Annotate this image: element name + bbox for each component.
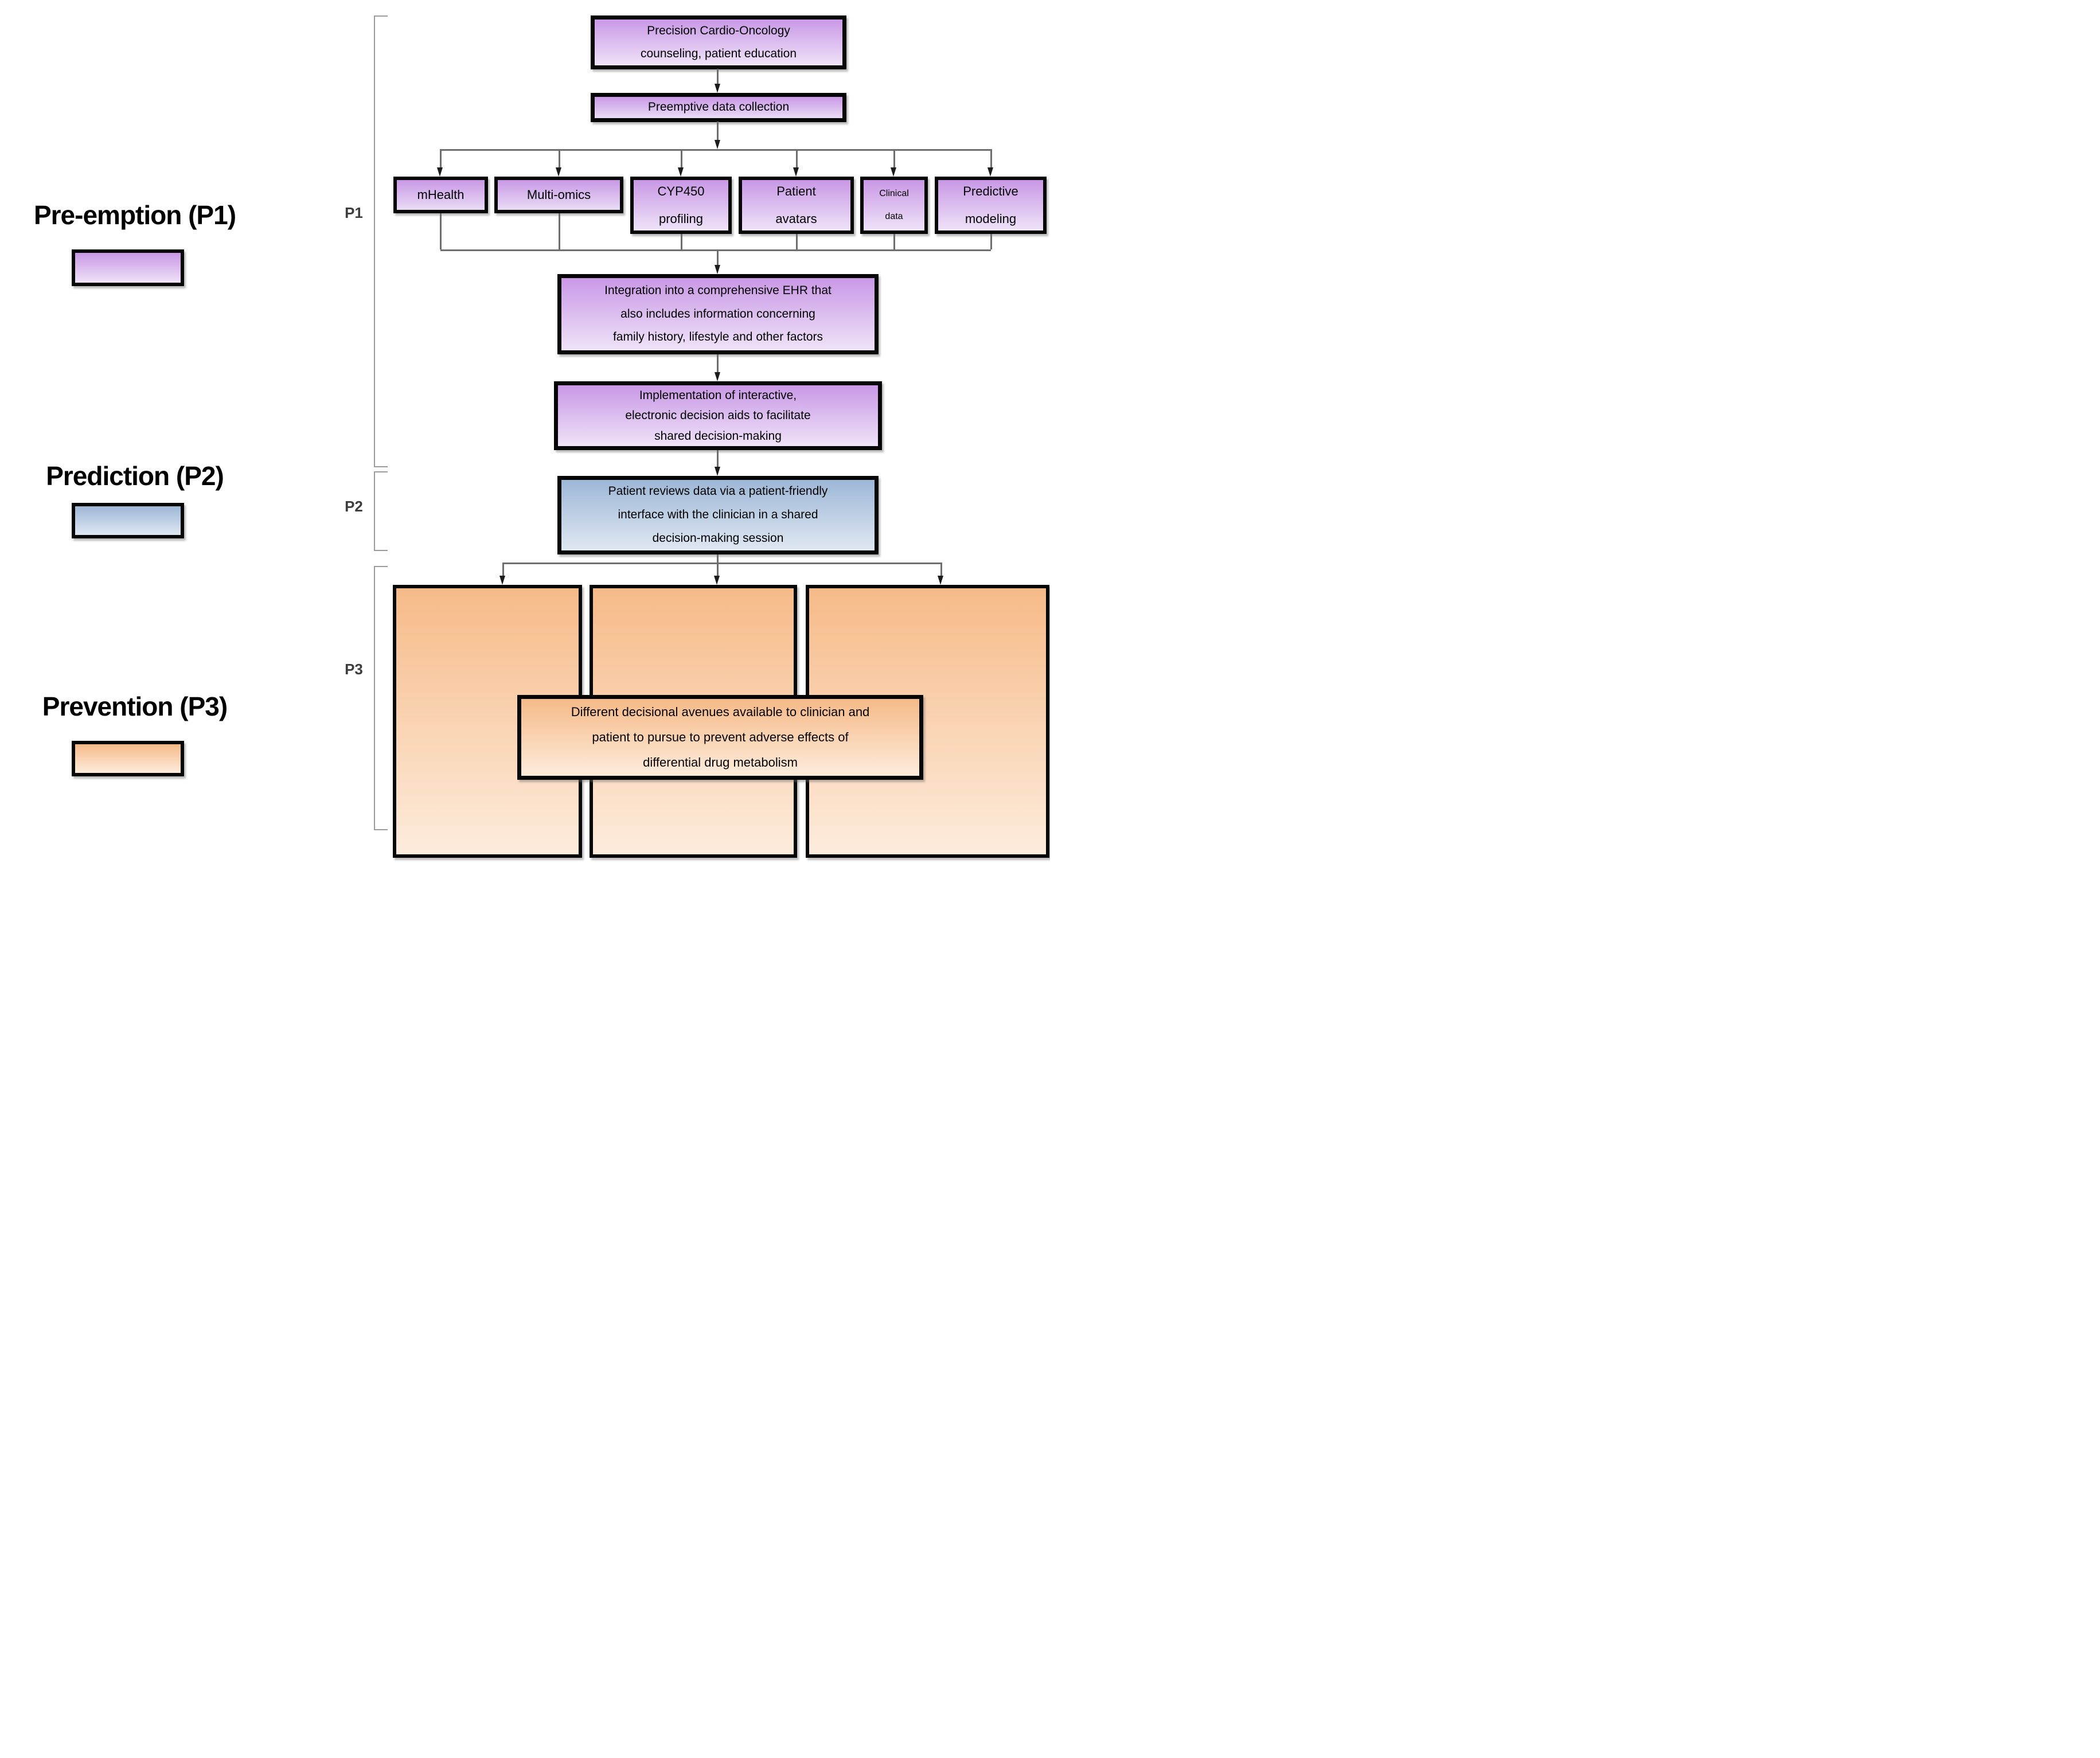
node-cyp450-line1: CYP450 [657,183,705,198]
node-patient-reviews-line1: Patient reviews data via a patient-frien… [608,485,828,498]
node-precision-counseling-line2: counseling, patient education [640,47,797,60]
connector-preemptive-to-branch [717,122,719,140]
node-clinical-data-line1: Clinical [879,189,909,198]
bracket-p1-line [374,15,375,467]
stub-patient-avatars [796,149,798,167]
drop-cyp450 [681,234,682,249]
node-mhealth-label: mHealth [417,187,465,202]
stub-p3-middle [717,562,719,576]
node-clinical-data-line2: data [885,212,903,221]
arrowhead-p3-middle [714,576,720,585]
drop-clinical-data [893,234,895,249]
node-ehr-line1: Integration into a comprehensive EHR tha… [604,283,832,297]
node-precision-counseling-line1: Precision Cardio-Oncology [647,24,790,38]
bracket-p3-tick-top [374,566,388,567]
node-predictive-modeling-line2: modeling [965,212,1017,226]
stub-p3-left [502,562,504,576]
node-implementation-line3: shared decision-making [654,429,782,443]
node-ehr-line2: also includes information concerning [620,307,815,321]
node-cyp450-profiling: CYP450 profiling [630,177,732,234]
arrowhead-patient-avatars [793,167,799,177]
connector-review-to-branch [717,554,719,562]
legend-label-prediction: Prediction (P2) [46,461,224,491]
node-preemptive-label: Preemptive data collection [647,100,790,114]
arrowhead-mhealth [437,167,443,177]
legend-swatch-blue [72,503,184,538]
drop-multiomics [559,213,560,249]
drop-predictive-modeling [990,234,992,249]
figure-canvas: Pre-emption (P1) Prediction (P2) Prevent… [0,0,1050,879]
node-patient-avatars-line1: Patient [776,183,816,198]
node-patient-reviews-line3: decision-making session [652,531,784,545]
node-ehr-line3: family history, lifestyle and other fact… [612,330,823,344]
legend-swatch-purple [72,249,184,286]
bracket-p2-label: P2 [345,498,363,515]
legend-swatch-orange [72,741,184,776]
connector-ehr-to-implementation [717,354,719,372]
drop-patient-avatars [796,234,798,249]
arrowhead-cyp450 [678,167,684,177]
node-mhealth: mHealth [393,177,488,213]
arrowhead-clinical-data [891,167,896,177]
arrowhead-multiomics [556,167,561,177]
bracket-p1-tick-bottom [374,466,388,467]
bracket-p3-tick-bottom [374,829,388,830]
node-patient-avatars-line2: avatars [775,212,817,226]
node-predictive-modeling-line1: Predictive [963,183,1018,198]
arrowhead-p3-right [938,576,943,585]
node-decisional-avenues: Different decisional avenues available t… [517,695,923,780]
stub-predictive-modeling [990,149,992,167]
node-multi-omics-label: Multi-omics [526,187,591,202]
node-ehr-integration: Integration into a comprehensive EHR tha… [557,274,879,354]
node-patient-reviews: Patient reviews data via a patient-frien… [557,476,879,554]
node-clinical-data: Clinical data [860,177,928,234]
node-predictive-modeling: Predictive modeling [935,177,1047,234]
connector-counseling-to-preemptive [717,69,719,84]
node-implementation-line1: Implementation of interactive, [639,389,797,403]
node-precision-counseling: Precision Cardio-Oncology counseling, pa… [591,15,846,69]
node-implementation-line2: electronic decision aids to facilitate [625,409,811,423]
connector-collector-to-ehr [717,249,719,265]
bracket-p1-label: P1 [345,204,363,221]
node-cyp450-line2: profiling [658,212,704,226]
stub-cyp450 [681,149,682,167]
node-decisional-line2: patient to pursue to prevent adverse eff… [592,730,849,744]
bracket-p2-tick-bottom [374,550,388,551]
node-preemptive-data-collection: Preemptive data collection [591,93,846,122]
node-implementation-decision-aids: Implementation of interactive, electroni… [554,381,882,450]
bracket-p1-tick-top [374,15,388,17]
connector-implementation-to-review [717,450,719,467]
node-decisional-line3: differential drug metabolism [643,755,798,769]
arrowhead-to-ehr [715,265,720,274]
stub-multiomics [559,149,560,167]
node-multi-omics: Multi-omics [494,177,623,213]
node-decisional-line1: Different decisional avenues available t… [571,705,870,719]
legend-label-preemption: Pre-emption (P1) [33,200,236,230]
drop-mhealth [440,213,442,249]
stub-p3-right [940,562,942,576]
bracket-p2-tick-top [374,471,388,472]
bracket-p3-label: P3 [345,661,363,678]
arrowhead-to-preemptive [715,84,720,93]
bracket-p2-line [374,471,375,551]
stub-clinical-data [893,149,895,167]
arrowhead-to-review [715,467,720,476]
node-patient-reviews-line2: interface with the clinician in a shared [618,508,818,522]
node-patient-avatars: Patient avatars [739,177,854,234]
collector-line-p1 [440,249,991,251]
legend-label-prevention: Prevention (P3) [42,692,228,721]
arrowhead-p3-left [499,576,505,585]
branch-line-p1-top [440,149,991,151]
branch-line-p3 [502,562,942,564]
stub-mhealth [440,149,442,167]
arrowhead-to-branch [715,140,720,149]
arrowhead-predictive-modeling [987,167,993,177]
arrowhead-to-implementation [715,372,720,381]
bracket-p3-line [374,566,375,830]
